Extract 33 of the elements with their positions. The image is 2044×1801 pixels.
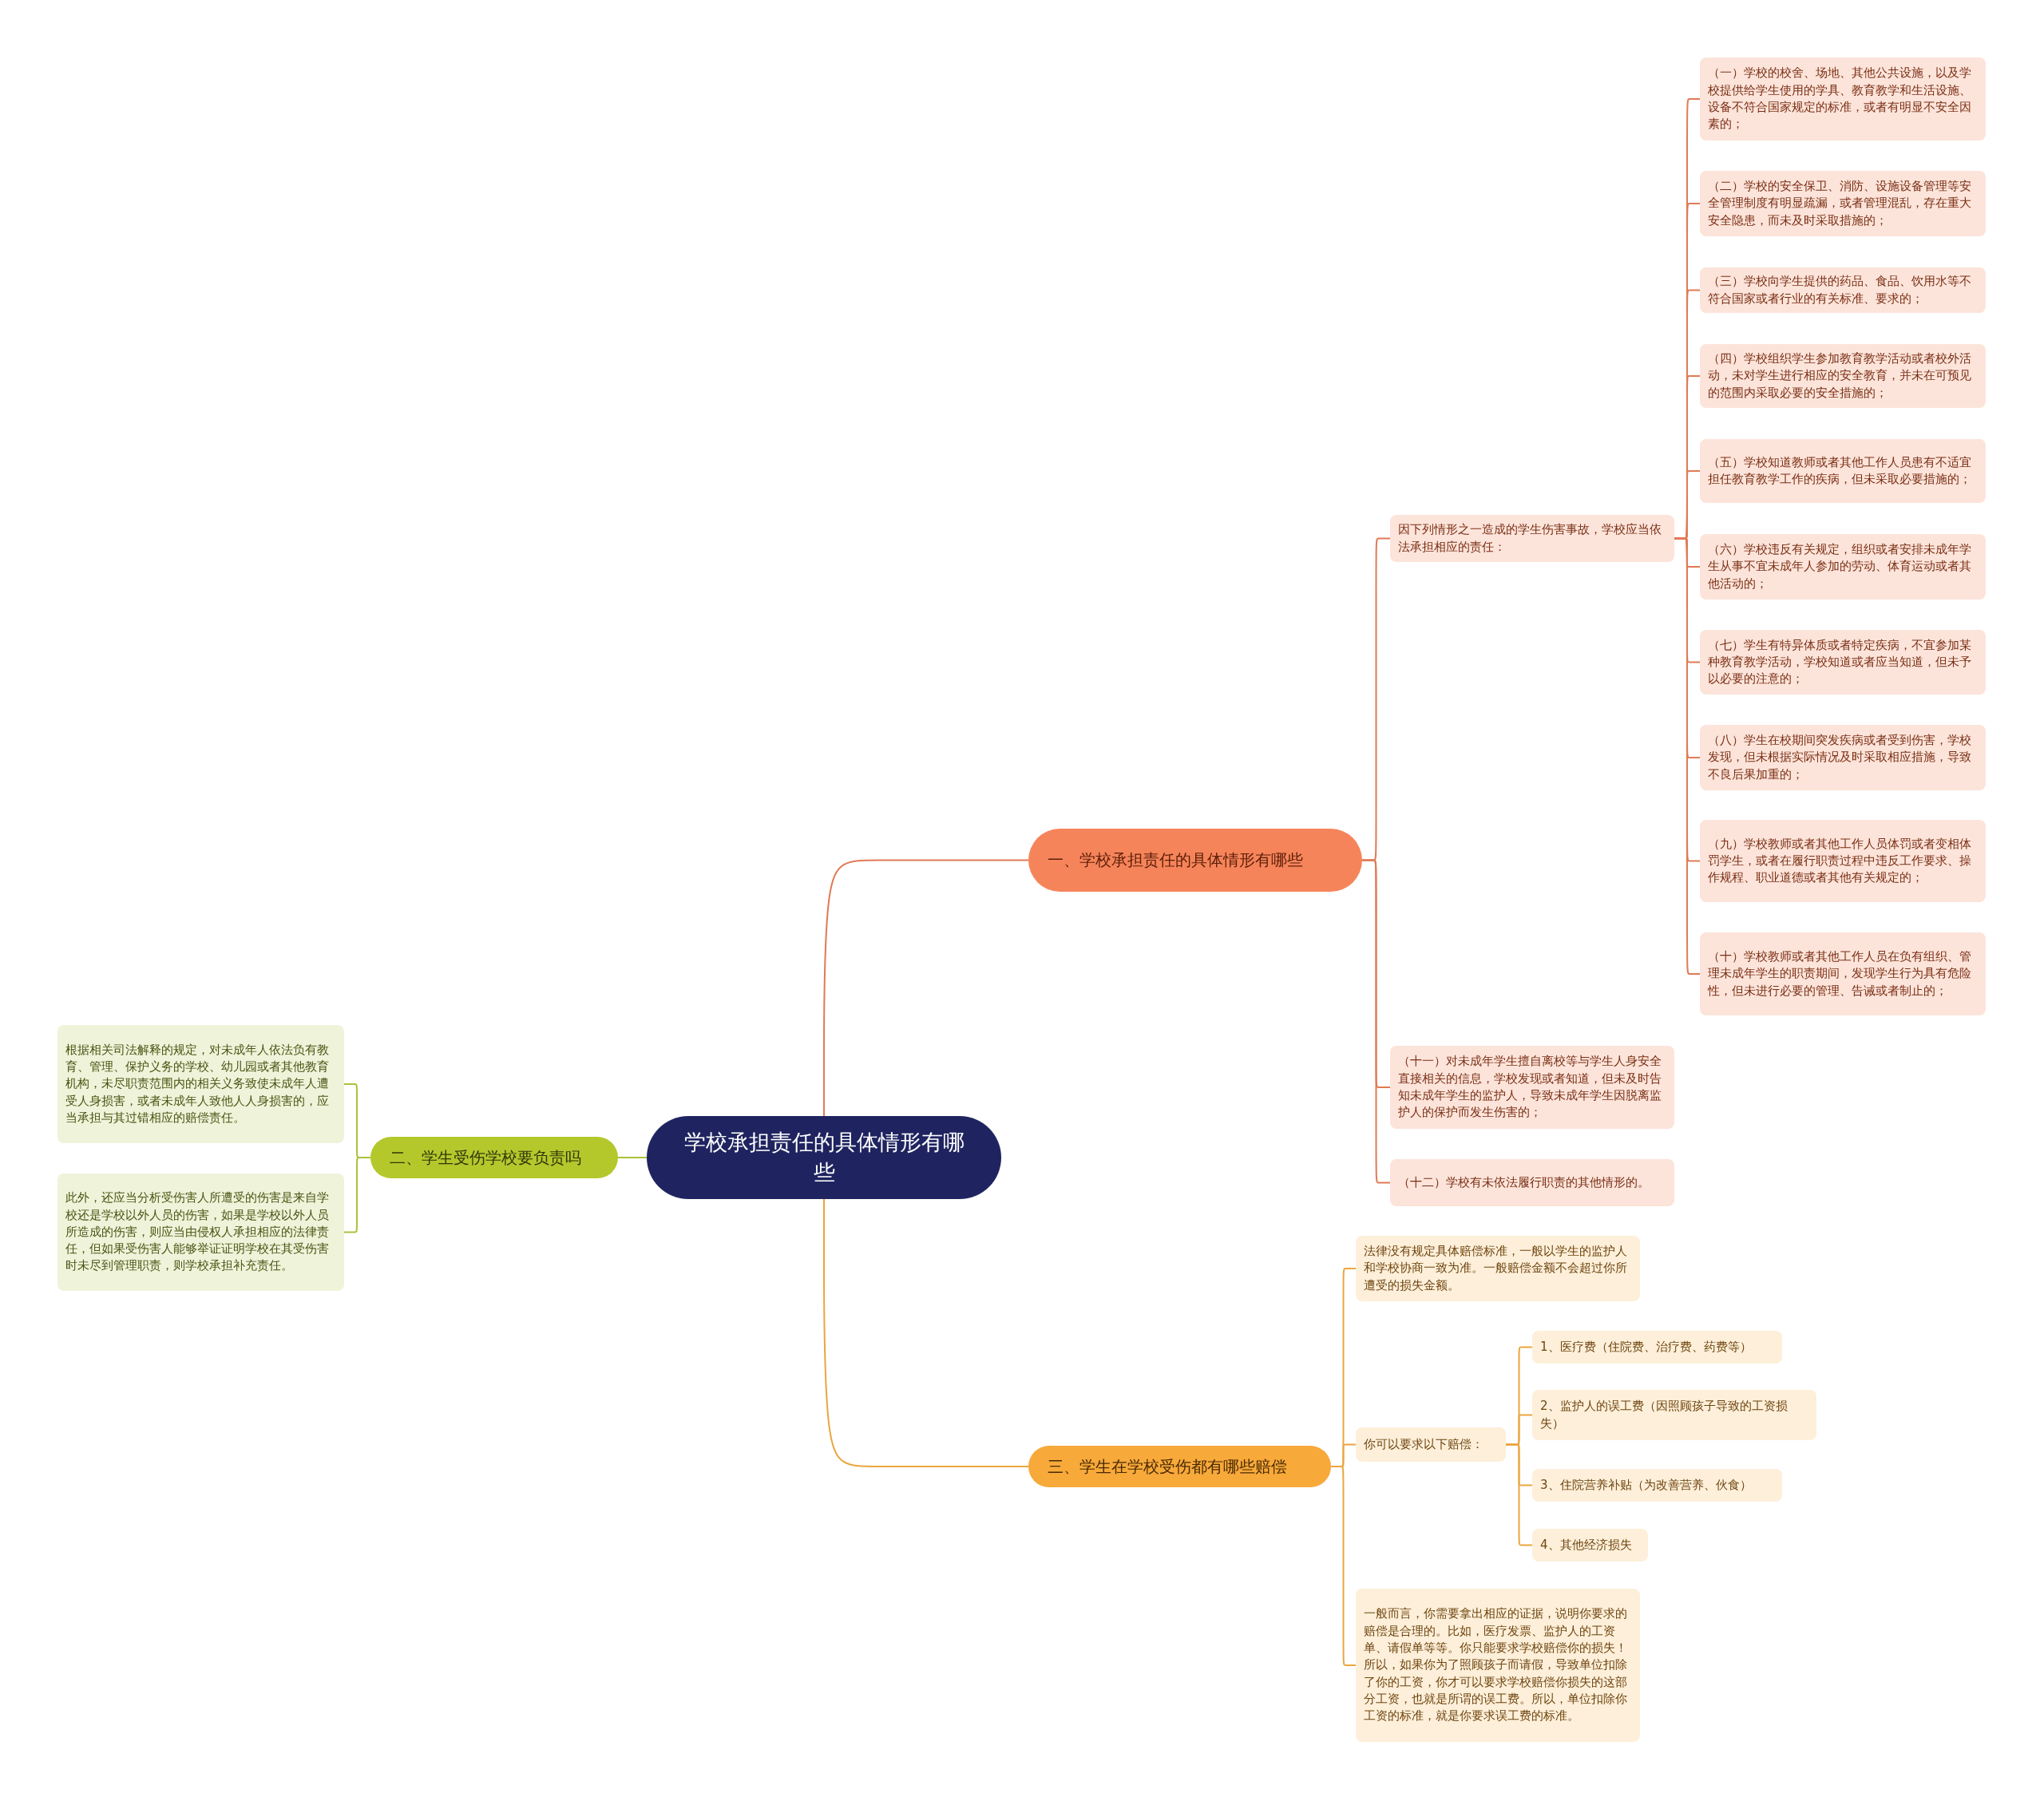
connector-line <box>1330 1466 1357 1666</box>
subtopic-card: （五）学校知道教师或者其他工作人员患有不适宜担任教育教学工作的疾病，但未采取必要措施的； <box>1700 439 1986 503</box>
subtopic-card: （十）学校教师或者其他工作人员在负有组织、管理未成年学生的职责期间，发现学生行为具有危险性，但未进行必要的管理、告诫或者制止的； <box>1700 932 1986 1015</box>
connector-line <box>1361 859 1391 1184</box>
connector-line <box>617 1157 648 1158</box>
subtopic-card: （一）学校的校舍、场地、其他公共设施，以及学校提供给学生使用的学具、教育教学和生活设施、设备不符合国家规定的标准，或者有明显不安全因素的； <box>1700 57 1986 141</box>
connector-line <box>823 1198 1029 1467</box>
connector-line <box>343 1157 371 1233</box>
subtopic-card: （四）学校组织学生参加教育教学活动或者校外活动，未对学生进行相应的安全教育，并未在可预见的范围内采取必要的安全措施的； <box>1700 344 1986 408</box>
subtopic-card: （六）学校违反有关规定，组织或者安排未成年学生从事不宜未成年人参加的劳动、体育运动或者其他活动的； <box>1700 534 1986 600</box>
connector-line <box>1505 1443 1533 1546</box>
subtopic-card: （三）学校向学生提供的药品、食品、饮用水等不符合国家或者行业的有关标准、要求的； <box>1700 267 1986 313</box>
subtopic-card: （九）学校教师或者其他工作人员体罚或者变相体罚学生，或者在履行职责过程中违反工作要求、操作规程、职业道德或者其他有关规定的； <box>1700 820 1986 902</box>
connector-line <box>823 859 1029 1117</box>
subtopic-card: 4、其他经济损失 <box>1532 1529 1648 1562</box>
subtopic-card: 因下列情形之一造成的学生伤害事故，学校应当依法承担相应的责任： <box>1390 515 1674 562</box>
subtopic-card: 根据相关司法解释的规定，对未成年人依法负有教育、管理、保护义务的学校、幼儿园或者其他教育机构，未尽职责范围内的相关义务致使未成年人遭受人身损害，或者未成年人致他人人身损害的，应当承担与其过错相应的赔偿责任。 <box>57 1025 344 1143</box>
subtopic-card: （二）学校的安全保卫、消防、设施设备管理等安全管理制度有明显疏漏，或者管理混乱，存在重大安全隐患，而未及时采取措施的； <box>1700 171 1986 236</box>
subtopic-card: 一般而言，你需要拿出相应的证据，说明你要求的赔偿是合理的。比如，医疗发票、监护人的工资单、请假单等等。你只能要求学校赔偿你的损失！所以，如果你为了照顾孩子而请假，导致单位扣除了你的工资，你才可以要求学校赔偿你损失的这部分工资，也就是所谓的误工费。所以，单位扣除你工资的标准，就是你要求误工费的标准。 <box>1356 1589 1640 1742</box>
subtopic-card: （七）学生有特异体质或者特定疾病，不宜参加某种教育教学活动，学校知道或者应当知道，但未予以必要的注意的； <box>1700 630 1986 695</box>
branch-topic: 三、学生在学校受伤都有哪些赔偿 <box>1028 1446 1331 1487</box>
subtopic-card: 3、住院营养补贴（为改善营养、伙食） <box>1532 1469 1782 1502</box>
subtopic-card: 1、医疗费（住院费、治疗费、药费等） <box>1532 1331 1782 1364</box>
subtopic-card: 此外，还应当分析受伤害人所遭受的伤害是来自学校还是学校以外人员的伤害，如果是学校以外人员所造成的伤害，则应当由侵权人承担相应的法律责任，但如果受伤害人能够举证证明学校在其受伤害时未尽到管理职责，则学校承担补充责任。 <box>57 1174 344 1291</box>
subtopic-card: （十二）学校有未依法履行职责的其他情形的。 <box>1390 1159 1674 1206</box>
branch-topic: 一、学校承担责任的具体情形有哪些 <box>1028 829 1362 892</box>
subtopic-card: 2、监护人的误工费（因照顾孩子导致的工资损失） <box>1532 1390 1816 1440</box>
subtopic-card: 法律没有规定具体赔偿标准，一般以学生的监护人和学校协商一致为准。一般赔偿金额不会超过你所遭受的损失金额。 <box>1356 1236 1640 1301</box>
subtopic-card: （十一）对未成年学生擅自离校等与学生人身安全直接相关的信息，学校发现或者知道，但未及时告知未成年学生的监护人，导致未成年学生因脱离监护人的保护而发生伤害的； <box>1390 1046 1674 1129</box>
subtopic-card: 你可以要求以下赔偿： <box>1356 1427 1506 1462</box>
branch-topic: 二、学生受伤学校要负责吗 <box>370 1137 618 1178</box>
subtopic-card: （八）学生在校期间突发疾病或者受到伤害，学校发现，但未根据实际情况及时采取相应措施，导致不良后果加重的； <box>1700 725 1986 790</box>
central-topic: 学校承担责任的具体情形有哪些 <box>647 1116 1001 1199</box>
